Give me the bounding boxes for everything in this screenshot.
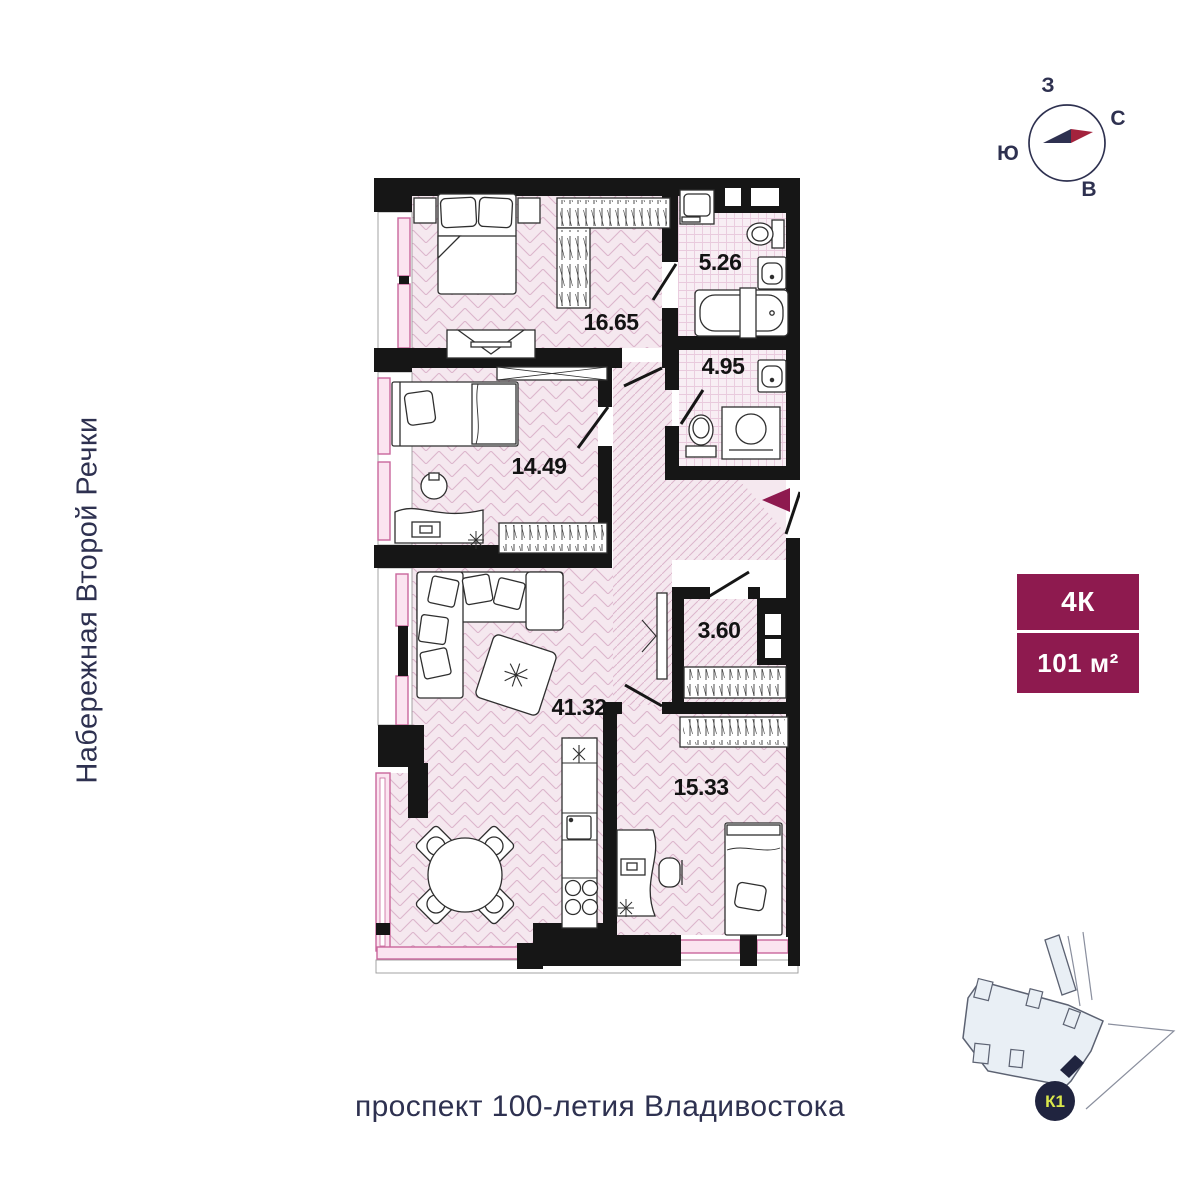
cushion bbox=[461, 573, 494, 606]
window bbox=[395, 573, 409, 627]
compass-circle bbox=[1028, 104, 1106, 182]
svg-text:К1: К1 bbox=[1045, 1092, 1065, 1111]
blanket bbox=[471, 383, 517, 445]
cushion bbox=[492, 577, 526, 610]
window bbox=[679, 939, 741, 954]
entrance-arrow-icon bbox=[762, 488, 790, 512]
site-plan: К1 bbox=[962, 931, 1176, 1121]
compass-needle-icon bbox=[1043, 129, 1093, 143]
area-wardrobe: 3.60 bbox=[698, 617, 741, 643]
room-labels: 16.65 5.26 4.95 14.49 3.60 41.32 15.33 bbox=[511, 249, 745, 800]
door-wardrobe bbox=[707, 570, 750, 599]
dining-table bbox=[427, 837, 503, 913]
neighbor-building bbox=[1044, 934, 1077, 996]
window bbox=[395, 675, 409, 726]
floor-plan[interactable]: 16.65 5.26 4.95 14.49 3.60 41.32 15.33 bbox=[374, 178, 800, 978]
kitchen-sink bbox=[566, 815, 592, 840]
toilet-tank bbox=[771, 219, 785, 249]
compass-south: Ю bbox=[997, 142, 1019, 165]
compass-north: С bbox=[1110, 107, 1125, 130]
door-swings bbox=[576, 263, 800, 708]
mirror bbox=[656, 592, 668, 680]
window bbox=[756, 939, 789, 954]
nightstand bbox=[517, 197, 541, 224]
plant-icon bbox=[504, 663, 528, 687]
residential-complex bbox=[962, 980, 1104, 1087]
unit-area-badge: 101 м² bbox=[1017, 633, 1139, 693]
area-bathroom-2: 4.95 bbox=[702, 353, 745, 379]
door-ensuite bbox=[651, 263, 678, 301]
road-line bbox=[1085, 1023, 1176, 1110]
door-master bbox=[623, 366, 663, 388]
door-bath2 bbox=[679, 389, 705, 425]
single-bed bbox=[724, 822, 783, 936]
area-living-kitchen: 41.32 bbox=[551, 694, 606, 720]
stove-burner bbox=[564, 898, 582, 916]
road-line bbox=[1082, 931, 1093, 1001]
plant-icon bbox=[468, 531, 484, 549]
pillow bbox=[439, 196, 478, 229]
street-label-bottom: проспект 100-летия Владивостока bbox=[354, 1090, 846, 1123]
pillow bbox=[477, 196, 514, 229]
window bbox=[397, 217, 411, 277]
door-bedroom3 bbox=[624, 683, 663, 708]
stove-burner bbox=[581, 898, 599, 916]
toilet-tank bbox=[685, 445, 717, 458]
highlighted-building bbox=[1060, 1055, 1084, 1078]
blanket-fold bbox=[437, 235, 462, 260]
stove-burner bbox=[564, 879, 582, 897]
hood-icon bbox=[572, 745, 586, 763]
cushion bbox=[427, 575, 460, 608]
tv-icon bbox=[457, 329, 525, 355]
furniture bbox=[391, 189, 789, 936]
street-label-left: Набережная Второй Речки bbox=[71, 416, 104, 784]
window bbox=[397, 283, 411, 349]
plant-icon bbox=[618, 899, 634, 917]
pillow bbox=[734, 881, 767, 912]
window bbox=[376, 946, 521, 960]
unit-badge: 4К 101 м² bbox=[1017, 574, 1139, 693]
door-entrance bbox=[784, 491, 800, 535]
cushion bbox=[417, 614, 449, 646]
building-wings bbox=[972, 977, 1082, 1069]
vent-shafts bbox=[725, 188, 781, 658]
area-bedroom-master: 16.65 bbox=[583, 309, 639, 335]
compass-west: З bbox=[1041, 74, 1054, 97]
sofa-chaise bbox=[525, 571, 564, 631]
unit-rooms-badge: 4К bbox=[1017, 574, 1139, 630]
area-bedroom-2: 14.49 bbox=[511, 453, 566, 479]
desk-chair bbox=[658, 857, 681, 888]
compass-east: В bbox=[1081, 178, 1096, 201]
window bbox=[377, 461, 391, 541]
building-marker: К1 bbox=[1035, 1081, 1075, 1121]
area-bedroom-3: 15.33 bbox=[673, 774, 728, 800]
cushion bbox=[419, 647, 452, 680]
window bbox=[377, 377, 391, 455]
nightstand bbox=[413, 197, 437, 224]
road-line bbox=[1067, 935, 1081, 1007]
door-bedroom2 bbox=[576, 406, 610, 449]
area-bathroom-1: 5.26 bbox=[699, 249, 742, 275]
pillow bbox=[403, 390, 437, 426]
compass-rose: З С Ю В bbox=[997, 74, 1125, 201]
stove-burner bbox=[581, 879, 599, 897]
